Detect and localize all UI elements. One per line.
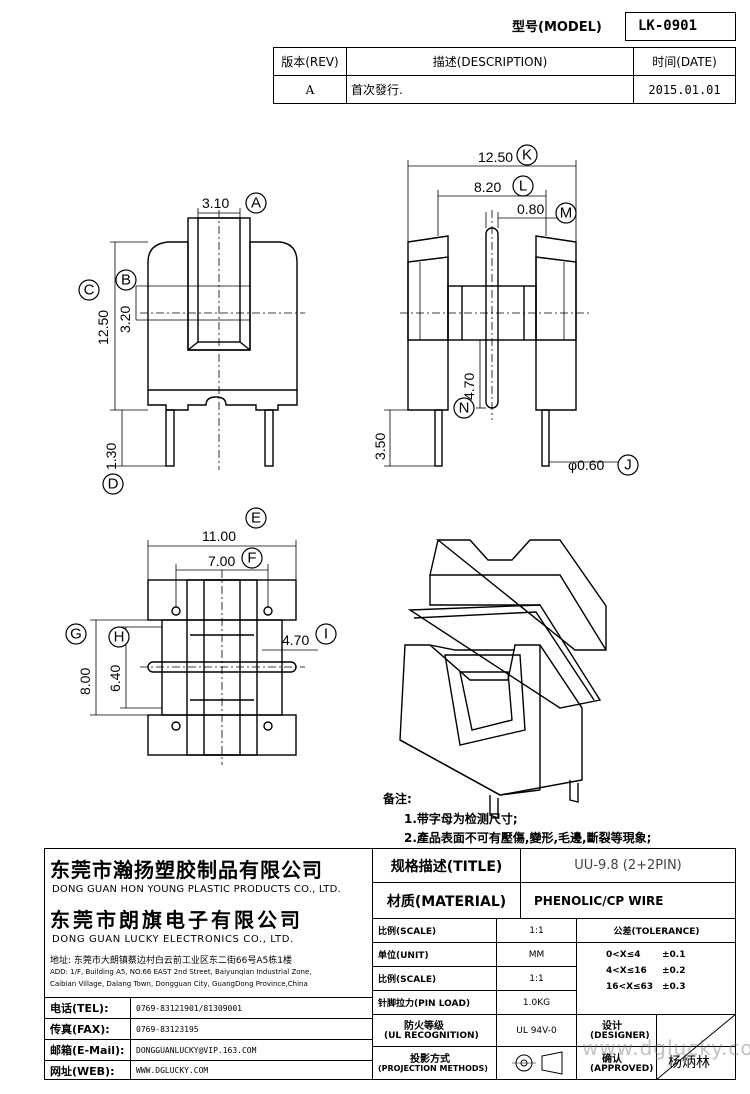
dim-b-value: 3.20 [117, 306, 133, 333]
callout-d: D [108, 476, 119, 493]
company-address-cn: 地址: 东莞市大朗镇蔡边村白云前工业区东二街66号A5栋1楼 [50, 956, 292, 966]
projection-label-en: (PROJECTION METHODS) [378, 1064, 488, 1073]
mail-value: DONGGUANLUCKY@VIP.163.COM [136, 1045, 257, 1055]
approved-label-en: (APPROVED) [590, 1064, 654, 1074]
projection-label-cn: 投影方式 [410, 1054, 450, 1065]
callout-c: C [84, 282, 95, 299]
notes-title: 备注: [383, 792, 412, 806]
ul-label-en: (UL RECOGNITION) [384, 1031, 479, 1041]
dim-i-value: 4.70 [282, 632, 309, 648]
tol-3-range: 16<X≤63 [606, 982, 654, 992]
pin-load-label: 针脚拉力(PIN LOAD) [378, 999, 471, 1009]
date-header: 时间(DATE) [652, 55, 717, 69]
watermark: www.dglucky.com [582, 1036, 750, 1060]
ul-value: UL 94V-0 [516, 1025, 557, 1036]
technical-drawing: .s{fill:none;stroke:#000;stroke-width:1.… [65, 144, 639, 820]
scale2-value: 1:1 [529, 973, 544, 984]
dim-k-value: 12.50 [478, 149, 513, 165]
fax-value: 0769-83123195 [136, 1024, 199, 1034]
company-address-en-1: ADD: 1/F, Building A5, NO.66 EAST 2nd St… [50, 968, 312, 976]
note-line-2: 2.產品表面不可有壓傷,變形,毛邊,斷裂等現象; [404, 831, 652, 845]
desc-value: 首次發行. [351, 83, 403, 97]
company-name-2-en: DONG GUAN LUCKY ELECTRONICS CO., LTD. [52, 934, 294, 945]
rev-value: A [305, 82, 315, 97]
tol-1-value: ±0.1 [662, 950, 686, 960]
tol-3-value: ±0.3 [662, 982, 686, 992]
callout-h: H [114, 629, 125, 646]
title-block [44, 848, 736, 1080]
callout-g: G [70, 626, 82, 643]
model-box [625, 12, 736, 41]
callout-j: J [624, 457, 632, 474]
scale2-label: 比例(SCALE) [378, 975, 437, 985]
desc-header: 描述(DESCRIPTION) [432, 55, 548, 69]
projection-symbol-icon [512, 1051, 563, 1075]
bottom-view: 11.00 7.00 8.00 6.40 4.70 [77, 528, 318, 765]
dim-g-value: 8.00 [77, 668, 93, 695]
callout-n: N [459, 400, 470, 417]
dim-f-value: 7.00 [208, 553, 235, 569]
dim-a-value: 3.10 [202, 195, 229, 211]
dim-m-value: 0.80 [517, 201, 544, 217]
dim-n-value: 4.70 [461, 373, 477, 400]
material-label: 材质(MATERIAL) [386, 893, 507, 910]
company-name-1-cn: 东莞市瀚扬塑胶制品有限公司 [50, 858, 323, 882]
model-value: LK-0901 [638, 18, 698, 34]
callout-i: I [324, 626, 328, 643]
dim-j-value: φ0.60 [568, 457, 605, 473]
callout-k: K [522, 147, 532, 164]
company-address-en-2: Caibian Village, Dalang Town, Dongguan C… [50, 980, 308, 988]
mail-label: 邮箱(E-Mail): [50, 1044, 125, 1057]
callout-f: F [247, 550, 256, 567]
callout-b: B [121, 272, 131, 289]
title-label: 规格描述(TITLE) [390, 858, 503, 875]
front-view: 3.10 12.50 3.20 1.30 [95, 195, 305, 470]
tol-2-range: 4<X≤16 [606, 966, 647, 976]
dim-e-value: 11.00 [202, 528, 236, 544]
approved-label-cn: 确认 [602, 1054, 622, 1065]
material-value: PHENOLIC/CP WIRE [534, 893, 664, 908]
callout-l: L [519, 178, 527, 195]
callout-a: A [251, 195, 261, 212]
callouts: A B C D E F G H I J K L M N [65, 144, 639, 648]
title-value: UU-9.8 (2+2PIN) [574, 858, 682, 873]
dim-l-value: 8.20 [474, 179, 501, 195]
dim-c-value: 12.50 [95, 310, 111, 345]
dim-pin-value: 3.50 [372, 433, 388, 460]
web-value: WWW.DGLUCKY.COM [136, 1066, 209, 1075]
isometric-view [399, 539, 607, 820]
note-line-1: 1.带字母为检测尺寸; [404, 812, 518, 826]
tol-2-value: ±0.2 [662, 966, 686, 976]
dim-h-value: 6.40 [107, 665, 123, 692]
callout-e: E [251, 510, 261, 527]
model-label: 型号(MODEL) [512, 20, 602, 35]
callout-m: M [560, 205, 573, 222]
tolerance-header: 公差(TOLERANCE) [613, 927, 700, 937]
pin-load-value: 1.0KG [522, 997, 551, 1008]
hatch-line [656, 1014, 736, 1080]
tol-1-range: 0<X≤4 [606, 950, 641, 960]
web-label: 网址(WEB): [50, 1064, 115, 1078]
date-value: 2015.01.01 [648, 82, 721, 97]
ul-label-cn: 防火等级 [404, 1021, 444, 1032]
designer-label-en: (DESIGNER) [590, 1031, 650, 1041]
side-view: 12.50 8.20 0.80 4.70 3.50 φ0.60 [372, 149, 620, 473]
approver-name: 杨炳林 [668, 1055, 710, 1071]
tel-value: 0769-83121901/81309001 [136, 1003, 242, 1013]
company-name-2-cn: 东莞市朗旗电子有限公司 [50, 908, 303, 932]
dim-d-value: 1.30 [103, 443, 119, 470]
unit-value: MM [528, 949, 545, 960]
tel-label: 电话(TEL): [50, 1002, 109, 1015]
unit-label: 单位(UNIT) [378, 951, 429, 961]
rev-header: 版本(REV) [281, 55, 339, 69]
fax-label: 传真(FAX): [50, 1023, 110, 1036]
scale-value: 1:1 [529, 925, 544, 936]
designer-label-cn: 设计 [602, 1021, 622, 1032]
scale-label: 比例(SCALE) [378, 927, 437, 937]
company-name-1-en: DONG GUAN HON YOUNG PLASTIC PRODUCTS CO.… [52, 884, 341, 895]
